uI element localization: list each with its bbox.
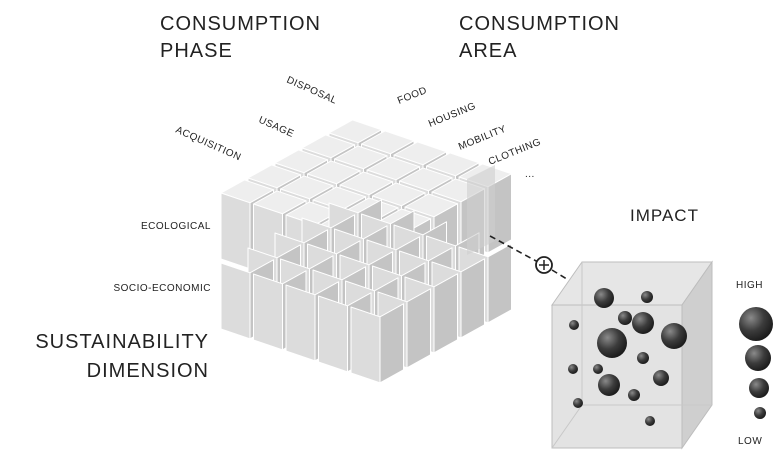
selected-cell-highlight — [467, 165, 495, 255]
dimension-label-socio-economic: SOCIO-ECONOMIC — [113, 283, 211, 294]
cube-block-front — [220, 192, 251, 270]
cube-block-front — [350, 306, 381, 384]
impact-scale-ball — [754, 407, 766, 419]
impact-scale-ball — [739, 307, 773, 341]
sustainability-dimension-heading-line2: DIMENSION — [87, 360, 209, 382]
impact-bubble — [594, 288, 614, 308]
phase-label-acquisition: ACQUISITION — [174, 125, 243, 164]
area-label-mobility: MOBILITY — [457, 124, 508, 153]
consumption-area-heading-line2: AREA — [459, 40, 517, 62]
impact-bubble — [568, 364, 578, 374]
impact-bubble — [645, 416, 655, 426]
cube-block-side — [433, 273, 458, 354]
impact-bubble — [618, 311, 632, 325]
cube-block-front — [253, 273, 283, 351]
phase-label-disposal: DISPOSAL — [285, 75, 339, 107]
consumption-area-heading-line1: CONSUMPTION — [459, 13, 620, 35]
cube-block-side — [406, 288, 431, 369]
impact-bubble — [637, 352, 649, 364]
impact-scale — [739, 307, 773, 419]
area-label-housing: HOUSING — [427, 101, 478, 130]
impact-bubble — [573, 398, 583, 408]
impact-bubbles — [568, 288, 687, 426]
cube-block-front — [220, 262, 251, 340]
cube-block-front — [285, 284, 316, 362]
area-label-clothing: CLOTHING — [487, 137, 543, 168]
consumption-phase-heading-line1: CONSUMPTION — [160, 13, 321, 35]
impact-bubble — [569, 320, 579, 330]
impact-scale-ball — [745, 345, 771, 371]
cube-block-side — [487, 243, 512, 324]
impact-box — [551, 260, 713, 450]
cube-block-side — [460, 258, 485, 339]
impact-heading: IMPACT — [630, 206, 699, 225]
consumption-phase-heading-line2: PHASE — [160, 40, 233, 62]
impact-scale-low-label: LOW — [738, 436, 762, 447]
area-label-food: FOOD — [396, 85, 429, 107]
impact-scale-ball — [749, 378, 769, 398]
sustainability-dimension-heading-line1: SUSTAINABILITY — [35, 331, 209, 353]
impact-bubble — [653, 370, 669, 386]
impact-bubble — [661, 323, 687, 349]
impact-bubble — [641, 291, 653, 303]
phase-label-usage: USAGE — [257, 115, 296, 140]
magnifier-icon — [535, 256, 553, 274]
impact-bubble — [597, 328, 627, 358]
impact-scale-high-label: HIGH — [736, 280, 763, 291]
impact-bubble — [628, 389, 640, 401]
consumption-cube — [220, 119, 512, 384]
impact-bubble — [598, 374, 620, 396]
area-label-more: ... — [525, 169, 535, 180]
impact-bubble — [593, 364, 603, 374]
cube-block-side — [379, 303, 404, 384]
dimension-label-ecological: ECOLOGICAL — [141, 221, 211, 232]
zoom-connector-line — [489, 235, 539, 263]
cube-block-front — [318, 295, 348, 373]
impact-bubble — [632, 312, 654, 334]
